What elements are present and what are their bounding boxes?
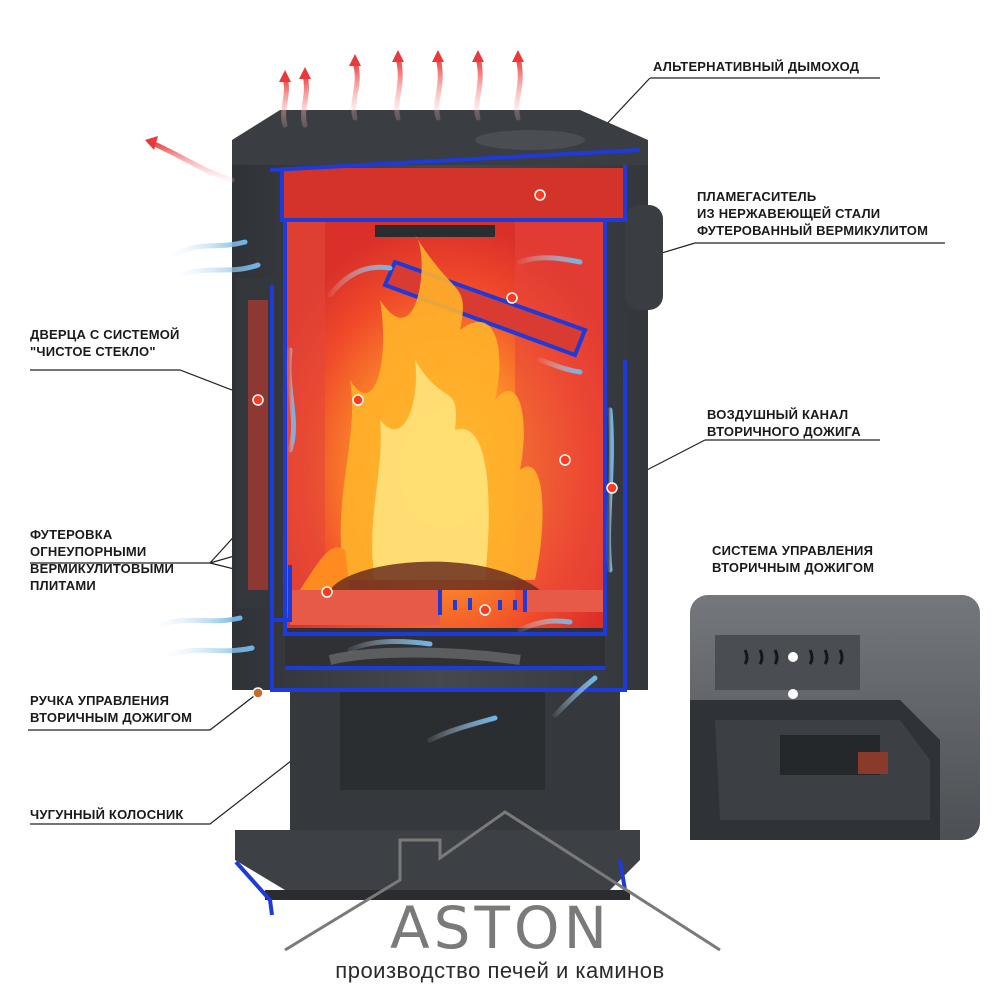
section-outline — [269, 148, 641, 692]
stove-pedestal — [234, 690, 640, 916]
hot-air-arrowheads — [145, 50, 524, 150]
label-grate: ЧУГУННЫЙ КОЛОСНИК — [30, 807, 184, 822]
hot-air-arrows — [147, 55, 523, 183]
brand-name: ASTON — [390, 894, 611, 962]
label-handle: РУЧКА УПРАВЛЕНИЯ ВТОРИЧНЫМ ДОЖИГОМ — [30, 693, 193, 725]
control-detail-inset — [690, 595, 980, 840]
label-alt-chimney: АЛЬТЕРНАТИВНЫЙ ДЫМОХОД — [653, 59, 860, 74]
cold-air-arrows — [157, 239, 614, 743]
label-door: ДВЕРЦА С СИСТЕМОЙ "ЧИСТОЕ СТЕКЛО" — [30, 327, 180, 359]
label-air-channel: ВОЗДУШНЫЙ КАНАЛ ВТОРИЧНОГО ДОЖИГА — [707, 407, 861, 439]
aston-logo-text: ASTON — [390, 894, 611, 962]
brand-tagline: производство печей и каминов — [335, 958, 665, 983]
section-markers — [252, 189, 618, 699]
label-control-system: СИСТЕМА УПРАВЛЕНИЯ ВТОРИЧНЫМ ДОЖИГОМ — [712, 543, 875, 575]
aston-logo-roof — [284, 810, 721, 952]
label-lining: ФУТЕРОВКА ОГНЕУПОРНЫМИ ВЕРМИКУЛИТОВЫМИ П… — [30, 527, 175, 593]
label-flame-damper: ПЛАМЕГАСИТЕЛЬ ИЗ НЕРЖАВЕЮЩЕЙ СТАЛИ ФУТЕР… — [697, 189, 929, 238]
flames — [300, 235, 543, 590]
